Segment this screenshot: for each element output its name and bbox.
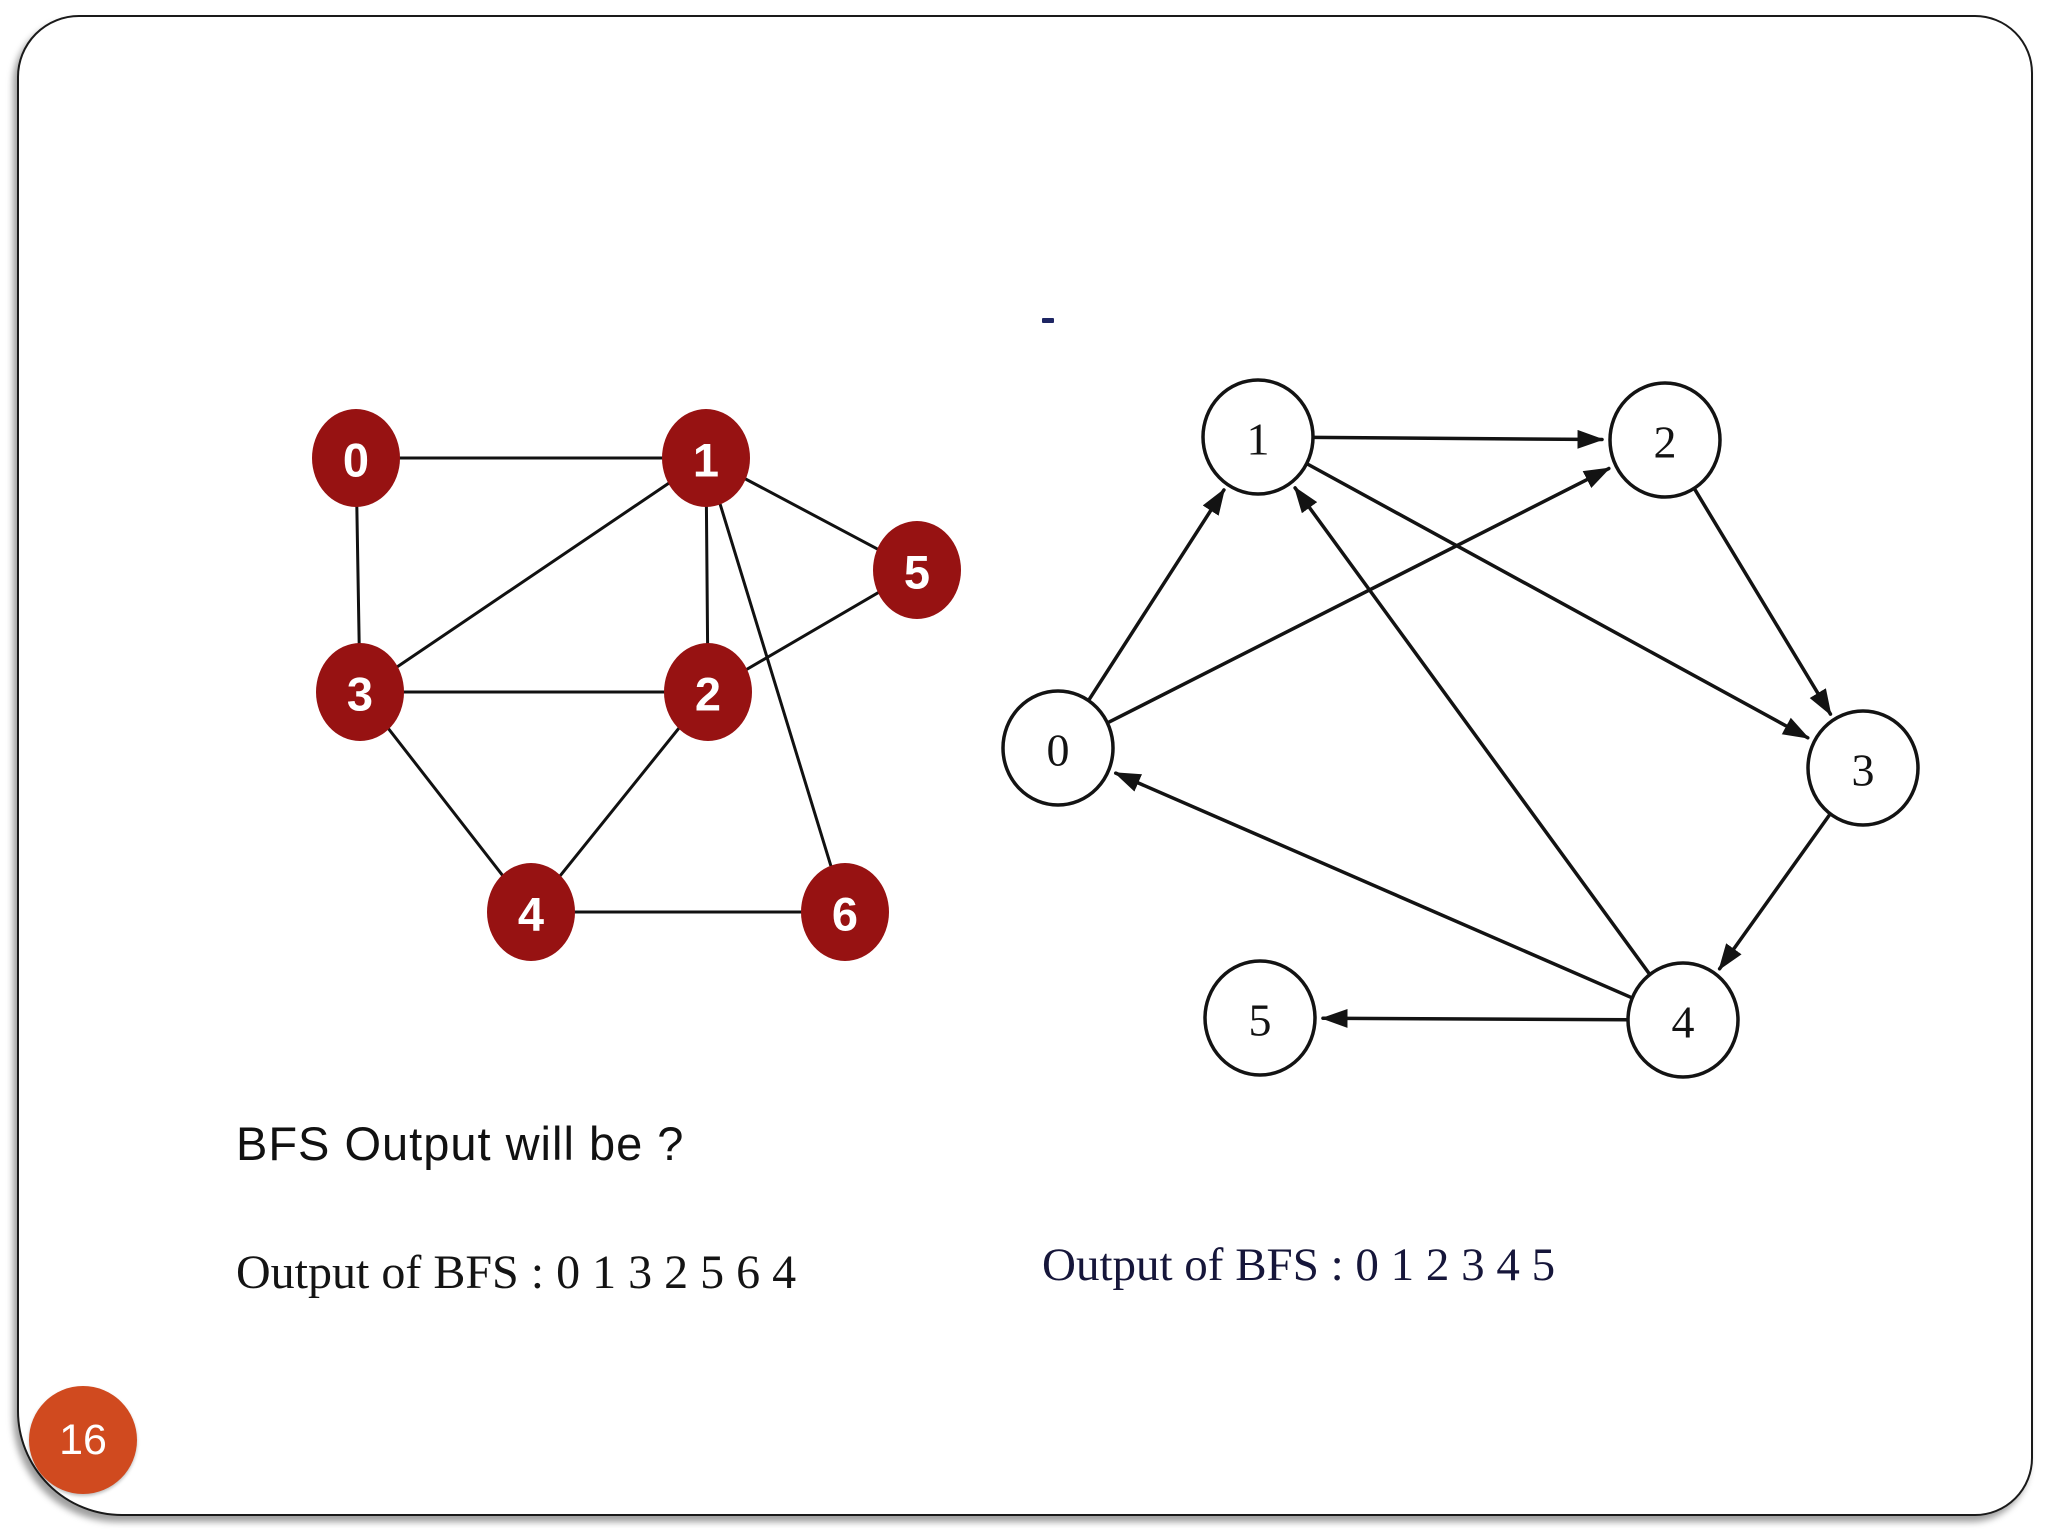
graph-node-5	[1203, 959, 1317, 1077]
directed-edge-3-4	[1717, 811, 1833, 971]
bfs-output-right: Output of BFS : 0 1 2 3 4 5	[1042, 1239, 1556, 1291]
graph-node-6	[801, 863, 889, 961]
graph-node-label-0: 0	[343, 434, 369, 487]
graph-node-label-3: 3	[1852, 745, 1875, 796]
edge-1-6	[704, 456, 847, 914]
graph-node-3	[1806, 709, 1920, 827]
directed-edge-0-1	[1085, 488, 1226, 704]
page-number-badge: 16	[29, 1386, 137, 1494]
graph-node-label-3: 3	[347, 668, 373, 721]
undirected-graph: 0 1 5 3 2 4 6	[312, 409, 961, 961]
graph-node-label-6: 6	[832, 888, 858, 941]
graph-node-label-0: 0	[1047, 725, 1070, 776]
edge-2-4	[529, 690, 710, 914]
graph-node-label-1: 1	[693, 434, 719, 487]
directed-edge-4-5	[1320, 1008, 1630, 1028]
graph-node-3	[316, 643, 404, 741]
graph-node-4	[487, 863, 575, 961]
graph-node-label-5: 5	[1249, 995, 1272, 1046]
directed-graph: 1 2 0 3 5 4	[1001, 378, 1920, 1079]
graph-node-label-2: 2	[1654, 417, 1677, 468]
graph-node-label-5: 5	[904, 546, 930, 599]
directed-edge-4-0	[1113, 771, 1635, 1000]
directed-edge-1-2	[1311, 429, 1605, 449]
question-text: BFS Output will be ?	[236, 1117, 685, 1170]
graph-node-2	[1608, 381, 1722, 499]
dash-mark	[1042, 318, 1054, 323]
graph-node-0	[312, 409, 400, 507]
page-number: 16	[59, 1415, 107, 1464]
directed-edge-4-1	[1293, 486, 1653, 978]
graph-node-label-1: 1	[1247, 414, 1270, 465]
graph-node-label-4: 4	[1672, 997, 1695, 1048]
edge-1-3	[358, 456, 708, 694]
graph-node-0	[1001, 689, 1115, 807]
directed-edge-2-3	[1691, 485, 1833, 716]
graph-node-label-4: 4	[518, 888, 544, 941]
graph-node-1	[1201, 378, 1315, 496]
graph-node-2	[664, 643, 752, 741]
directed-edge-0-2	[1105, 466, 1611, 725]
directed-edge-1-3	[1304, 461, 1810, 740]
graph-node-5	[873, 521, 961, 619]
graph-node-1	[662, 409, 750, 507]
bfs-output-left: Output of BFS : 0 1 3 2 5 6 4	[236, 1246, 797, 1299]
graph-node-label-2: 2	[695, 668, 721, 721]
graph-node-4	[1626, 961, 1740, 1079]
